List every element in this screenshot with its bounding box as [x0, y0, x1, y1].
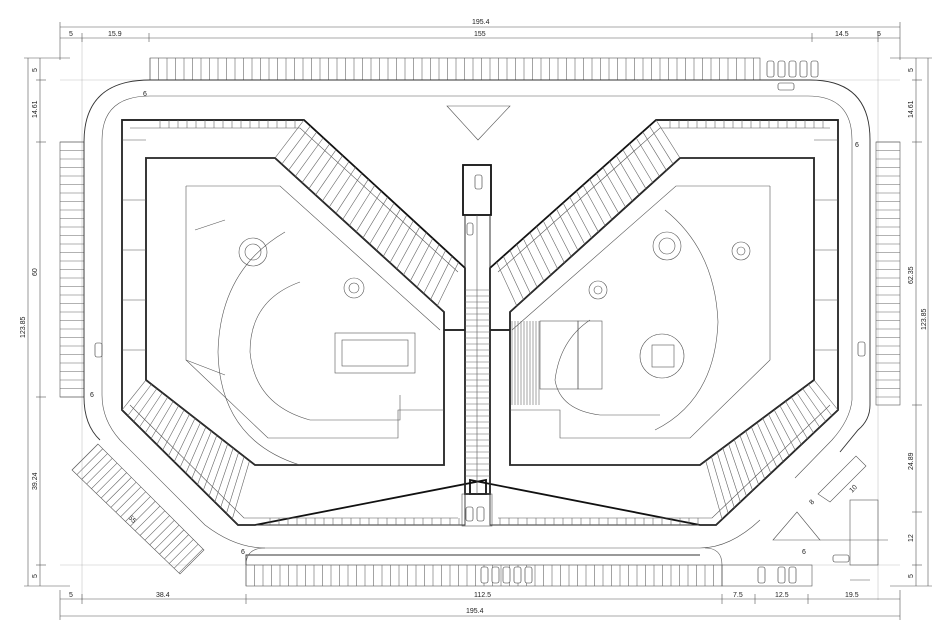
dim-bottom-2: 38.4	[156, 592, 170, 599]
dim-bottom-5: 12.5	[775, 592, 789, 599]
dimension-lines	[24, 22, 932, 620]
dim-inner-4: 6	[241, 549, 245, 556]
dim-top-5: 5	[877, 31, 881, 38]
dim-inner-1: 6	[143, 91, 147, 98]
dim-top-4: 14.5	[835, 31, 849, 38]
parking-top-strip	[149, 57, 761, 81]
dim-bottom-1: 5	[69, 592, 73, 599]
dim-right-2: 14.61	[908, 100, 915, 118]
parking-right-strip	[875, 141, 901, 406]
dim-right-6: 5	[908, 574, 915, 578]
dim-top-2: 15.9	[108, 31, 122, 38]
dim-top-1: 5	[69, 31, 73, 38]
dim-inner-6: 55	[127, 514, 138, 525]
dim-inner-8: 8	[808, 499, 816, 507]
dim-right-1: 5	[908, 68, 915, 72]
building-left-wing	[121, 119, 487, 526]
dim-left-3: 60	[32, 268, 39, 276]
dim-bottom-3: 112.5	[474, 592, 491, 599]
right-courtyard	[511, 209, 751, 431]
left-courtyard	[185, 219, 416, 466]
dim-left-5: 5	[32, 574, 39, 578]
dim-top-total: 195.4	[472, 19, 490, 26]
dim-right-3: 62.35	[908, 266, 915, 284]
central-spine	[461, 164, 493, 527]
dim-inner-5: 6	[802, 549, 806, 556]
dim-bottom-6: 19.5	[845, 592, 859, 599]
dim-bottom-4: 7.5	[733, 592, 743, 599]
dim-inner-2: 6	[855, 142, 859, 149]
dim-left-2: 14.61	[32, 100, 39, 118]
parking-right-diagonal	[817, 455, 867, 503]
dim-inner-3: 6	[90, 392, 94, 399]
dim-right-5: 12	[908, 534, 915, 542]
dimension-labels: 195.4 5 15.9 155 14.5 5 5 38.4 112.5 7.5…	[20, 19, 928, 615]
dim-left-1: 5	[32, 68, 39, 72]
dim-left-total: 123.85	[20, 316, 27, 338]
dim-top-3: 155	[474, 31, 486, 38]
parking-left-strip	[59, 141, 85, 398]
dim-left-4: 39.24	[32, 472, 39, 490]
parked-cars	[94, 60, 866, 584]
dim-right-total: 123.85	[921, 308, 928, 330]
perimeter-road	[83, 79, 888, 581]
building-right-wing	[469, 119, 839, 526]
dim-right-4: 24.89	[908, 452, 915, 470]
dim-inner-7: 10	[848, 484, 859, 495]
parking-left-diagonal	[71, 443, 205, 575]
dim-bottom-total: 195.4	[466, 608, 484, 615]
